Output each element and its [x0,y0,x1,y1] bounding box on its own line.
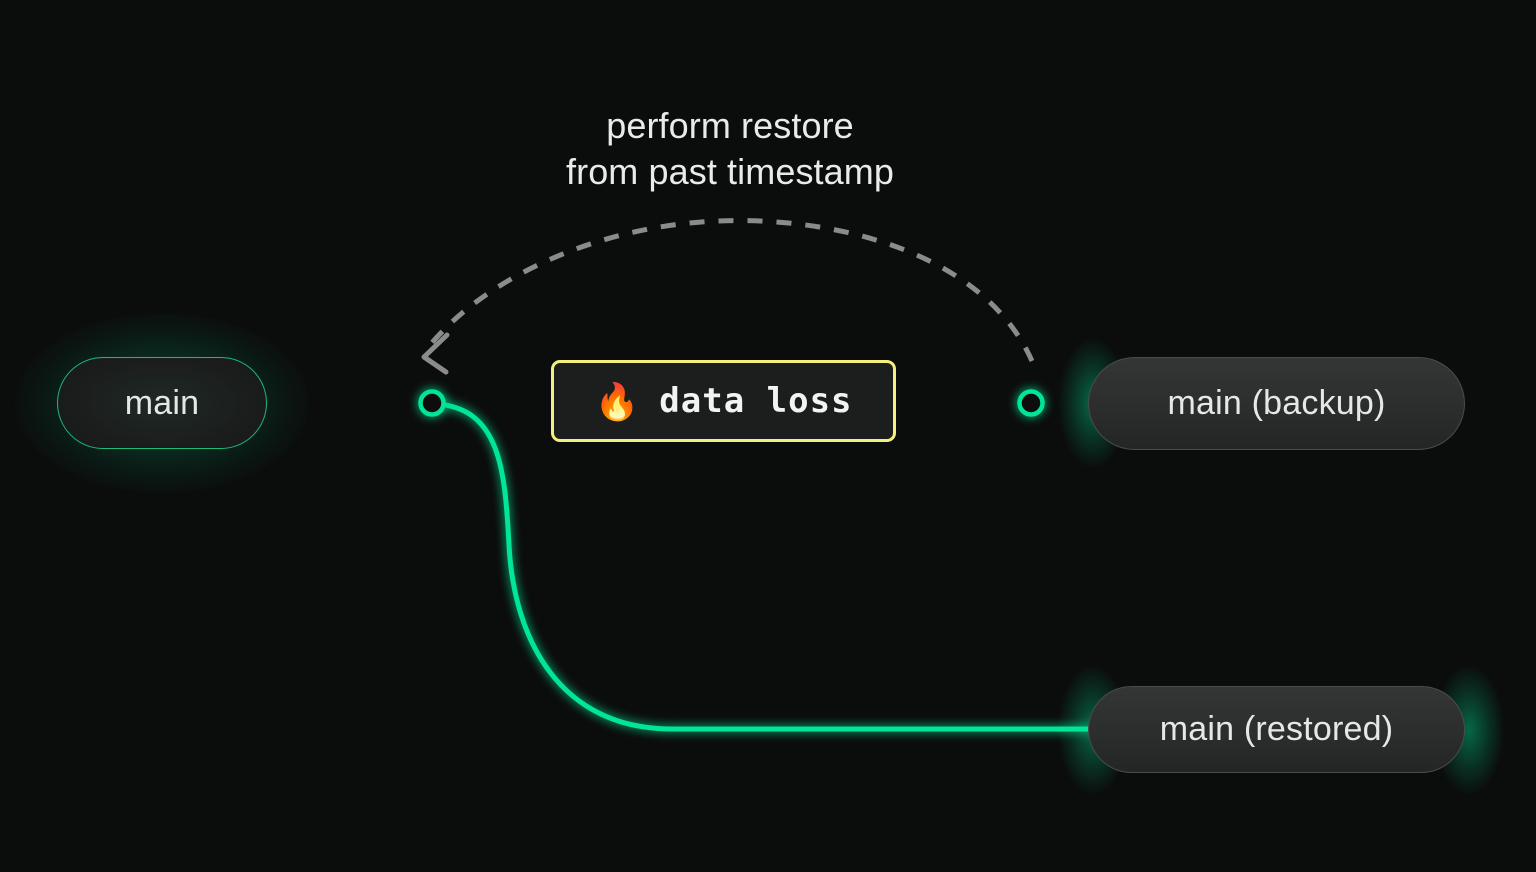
node-main-backup[interactable]: main (backup) [1088,357,1465,450]
node-data-loss[interactable]: 🔥 data loss [551,360,896,442]
commit-dot-branch-point[interactable] [418,389,446,417]
node-main-label: main [124,383,200,422]
node-main[interactable]: main [57,357,267,449]
node-main-restored-label: main (restored) [1159,710,1394,748]
data-loss-label: data loss [659,381,853,421]
fire-emoji: 🔥 [594,381,640,422]
restore-arrow-head [421,332,450,375]
node-main-restored[interactable]: main (restored) [1088,686,1465,773]
commit-dot-backup-point[interactable] [1017,389,1045,417]
restore-arrow-arc [428,218,1035,363]
node-main-backup-label: main (backup) [1167,384,1386,422]
edge-branch-to-restored [433,401,1095,732]
